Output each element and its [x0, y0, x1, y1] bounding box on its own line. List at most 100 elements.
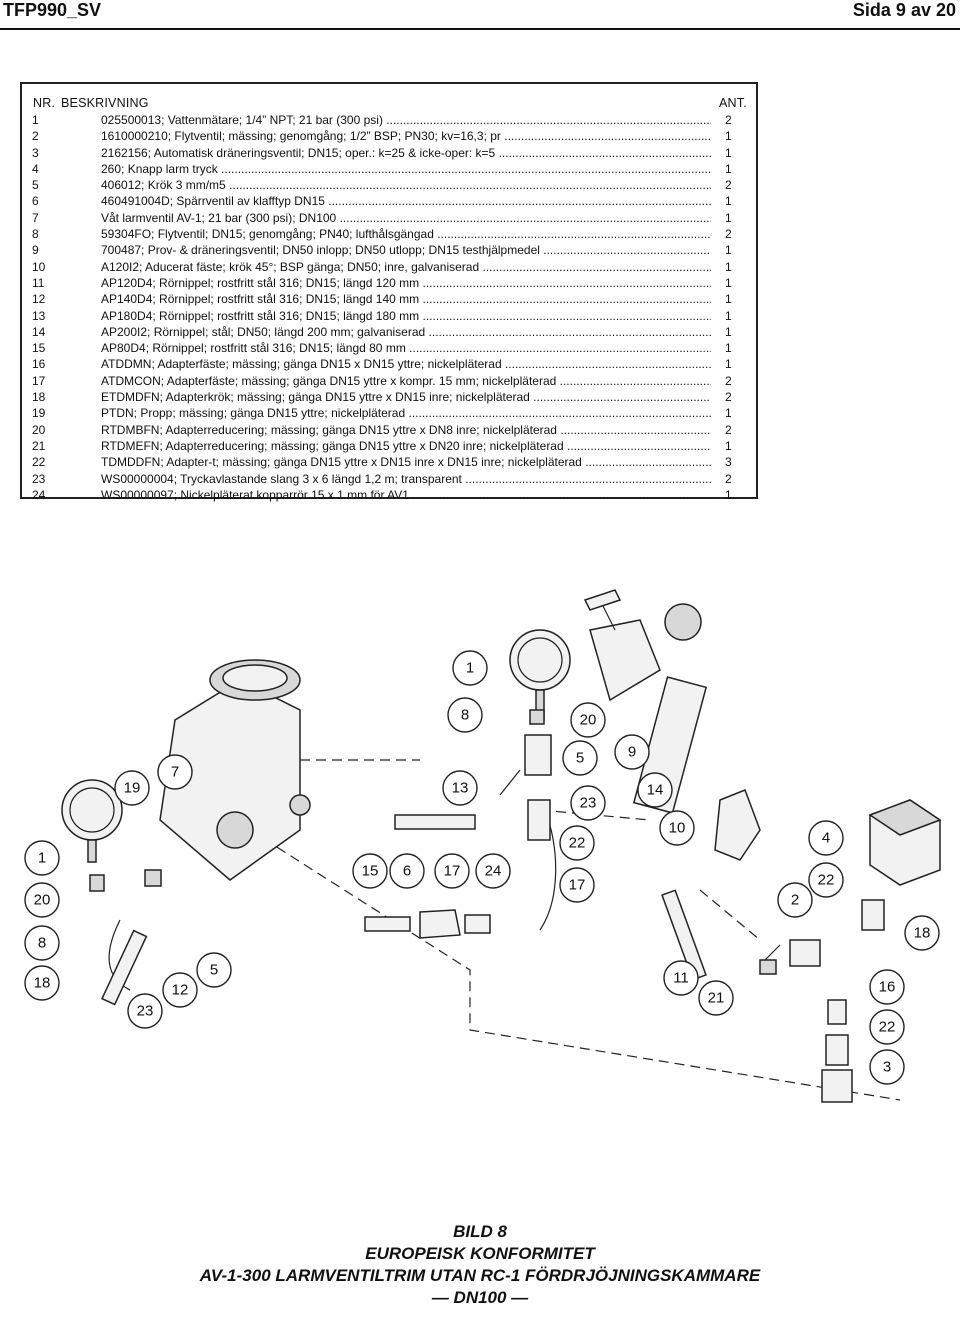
row-number: 13 [32, 308, 46, 323]
row-description: WS00000004; Tryckavlastande slang 3 x 6 … [101, 471, 711, 487]
row-description: AP200I2; Rörnippel; stål; DN50; längd 20… [101, 324, 711, 340]
parts-list-rows: 1 025500013; Vattenmätare; 1/4” NPT; 21 b… [22, 112, 756, 503]
row-description: 025500013; Vattenmätare; 1/4” NPT; 21 ba… [101, 112, 711, 128]
row-quantity: 1 [725, 487, 732, 502]
row-quantity: 1 [725, 292, 732, 307]
pipe-nipple-80 [364, 916, 411, 932]
reducer-left [89, 874, 105, 892]
tee-center [527, 799, 551, 841]
callout-label: 16 [879, 979, 896, 996]
callout-label: 8 [461, 707, 469, 724]
row-number: 16 [32, 357, 46, 372]
callout-label: 17 [569, 877, 586, 894]
callout-label: 23 [580, 795, 597, 812]
row-number: 18 [32, 390, 46, 405]
row-number: 5 [32, 178, 39, 193]
callout-label: 23 [137, 1003, 154, 1020]
callout-circle [869, 1049, 905, 1085]
callout-circle [808, 862, 844, 898]
row-description: 406012; Krök 3 mm/m5 [101, 177, 711, 193]
test-drain-valve [583, 589, 702, 702]
row-number: 15 [32, 341, 46, 356]
alarm-switch [868, 799, 942, 886]
callout-label: 6 [403, 863, 411, 880]
callout-label: 9 [628, 744, 636, 761]
callout-label: 5 [210, 962, 218, 979]
callout-circle [869, 969, 905, 1005]
column-header-description: BESKRIVNING [61, 96, 149, 110]
callout-circle [434, 853, 470, 889]
row-quantity: 1 [725, 259, 732, 274]
pipe-nipple-180 [394, 814, 476, 830]
callout-label: 17 [444, 863, 461, 880]
row-quantity: 1 [725, 145, 732, 160]
callout-label: 10 [669, 820, 686, 837]
caption-title: AV-1-300 LARMVENTILTRIM UTAN RC-1 FÖRDRJ… [199, 1266, 761, 1285]
row-quantity: 2 [725, 178, 732, 193]
row-number: 6 [32, 194, 39, 209]
callout-circle [162, 972, 198, 1008]
callout-circle [570, 702, 606, 738]
check-valve [419, 909, 461, 939]
callout-label: 8 [38, 935, 46, 952]
caption-size: — DN100 — [431, 1288, 529, 1307]
caption-figure-number: BILD 8 [453, 1222, 507, 1241]
row-number: 9 [32, 243, 39, 258]
callout-circle [659, 810, 695, 846]
callout-circle [663, 960, 699, 996]
ball-valve-center [499, 734, 552, 796]
tee-right [861, 899, 885, 931]
row-description: Våt larmventil AV-1; 21 bar (300 psi); D… [101, 210, 711, 226]
row-quantity: 1 [725, 243, 732, 258]
table-row: 5 406012; Krök 3 mm/m5 2 [22, 177, 756, 193]
row-quantity: 2 [725, 227, 732, 242]
alarm-valve-body [159, 659, 311, 881]
row-number: 22 [32, 455, 46, 470]
row-number: 11 [32, 275, 45, 290]
reducer-right [759, 959, 777, 975]
document-id: TFP990_SV [3, 0, 102, 20]
callout-circle [24, 925, 60, 961]
callout-circle [559, 825, 595, 861]
callout-circle [475, 853, 511, 889]
row-quantity: 2 [725, 113, 732, 127]
reducer-top [529, 709, 545, 725]
callout-circle [24, 965, 60, 1001]
callout-label: 20 [580, 712, 597, 729]
row-description: AP120D4; Rörnippel; rostfritt stål 316; … [101, 275, 711, 291]
row-description: ETDMDFN; Adapterkrök; mässing; gänga DN1… [101, 389, 711, 405]
row-quantity: 1 [725, 210, 732, 225]
page-number: Sida 9 av 20 [852, 0, 956, 20]
row-quantity: 1 [725, 324, 732, 339]
tee-lower [825, 1034, 849, 1066]
header-rule [0, 28, 960, 30]
pressure-gauge-left [61, 779, 123, 863]
callout-label: 5 [576, 750, 584, 767]
callout-circle [904, 915, 940, 951]
row-number: 10 [32, 259, 46, 274]
plug [144, 869, 162, 887]
row-number: 1 [32, 113, 39, 127]
callout-label: 1 [466, 660, 474, 677]
column-header-quantity: ANT. [719, 96, 747, 110]
compression-adapter [464, 914, 491, 934]
row-description: 460491004D; Spärrventil av klafftyp DN15 [101, 193, 711, 209]
callout-circle [452, 650, 488, 686]
row-quantity: 3 [725, 455, 732, 470]
callout-circle [869, 1009, 905, 1045]
row-quantity: 1 [725, 341, 732, 356]
callout-circle [24, 840, 60, 876]
row-number: 2 [32, 129, 39, 144]
row-quantity: 2 [725, 422, 732, 437]
callout-label: 4 [822, 830, 830, 847]
